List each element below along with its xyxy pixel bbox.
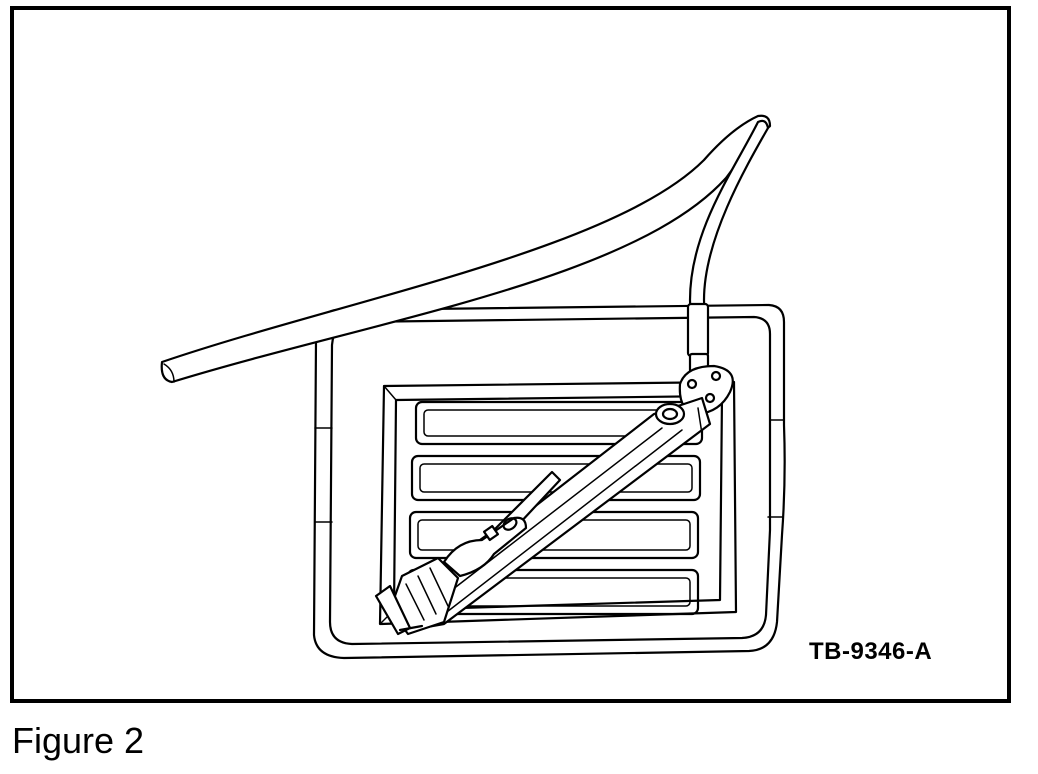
reservoir-rib-3	[429, 567, 449, 607]
well-corner-tl	[383, 385, 397, 401]
strainer-clip-line	[398, 624, 424, 632]
reference-code: TB-9346-A	[809, 638, 933, 665]
fuel-line-long	[160, 114, 772, 384]
pump-top-cap	[654, 402, 686, 426]
pump-top-cap-inner	[661, 407, 679, 421]
sender-clip	[442, 516, 528, 578]
fuel-line-end-cap	[163, 363, 175, 383]
pump-tube-line-3	[697, 407, 703, 435]
reservoir-rib-1	[405, 583, 425, 621]
hose-fitting	[686, 302, 710, 358]
sender-window-2	[502, 517, 518, 531]
tank-well-floor	[392, 394, 724, 612]
figure-frame: TB-9346-A	[10, 6, 1011, 703]
pump-tube-line-1	[425, 427, 663, 611]
pump-tube-line-2	[433, 429, 683, 623]
sender-window-1	[482, 524, 500, 542]
fuel-tank-pump-sender-illustration-icon	[160, 114, 786, 660]
flange-bolt-3	[704, 392, 716, 404]
flange-bolt-2	[710, 370, 722, 382]
figure-caption: Figure 2	[12, 720, 145, 761]
tank-well-wall	[378, 380, 738, 626]
reservoir-rib-2	[417, 575, 437, 615]
flange-bolt-1	[686, 378, 698, 390]
